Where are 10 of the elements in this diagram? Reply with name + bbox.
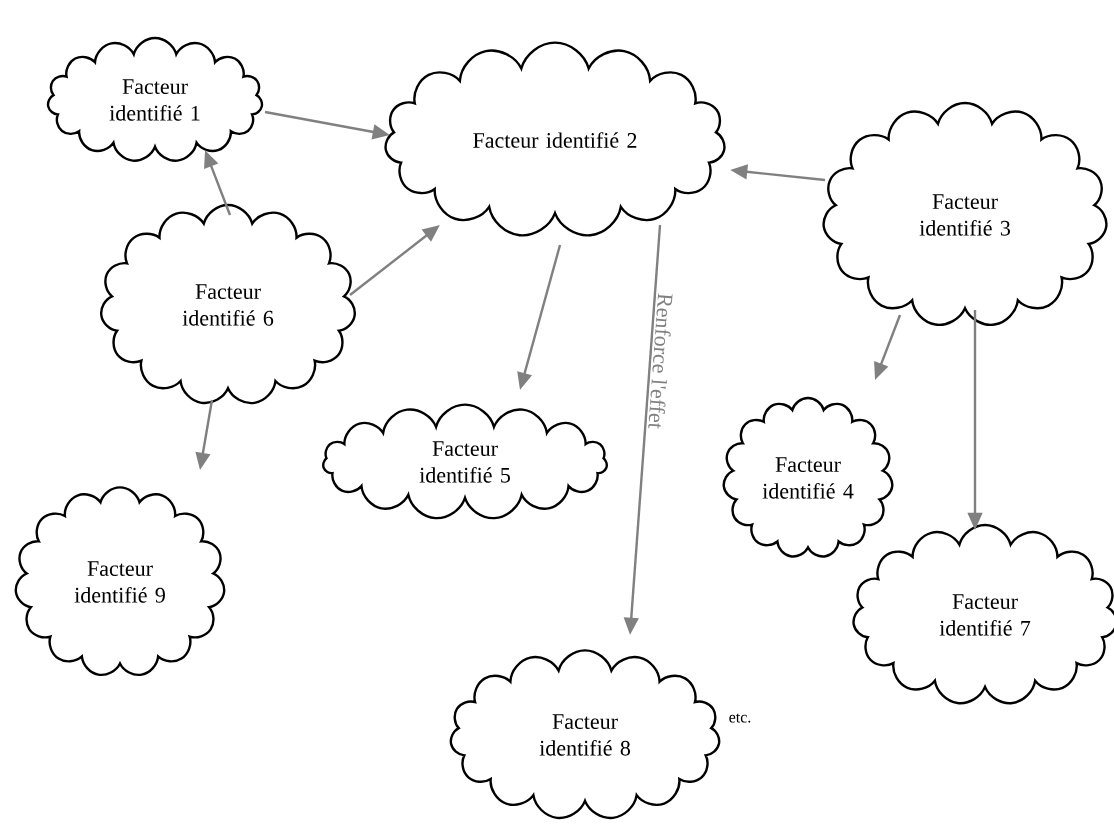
cloud: Facteur identifié 2 (384, 41, 726, 237)
cloud: Facteur identifié 5 (322, 403, 608, 520)
cloud: Facteur identifié 3 (822, 101, 1108, 326)
cloud: Facteur identifié 9 (14, 486, 226, 677)
cloud: Facteur identifié 4 (722, 396, 894, 558)
cloud: Facteur identifié 1 (46, 36, 264, 162)
edge-label: Renforce l'effet (646, 291, 676, 431)
cloud: Facteur identifié 8 (449, 649, 721, 820)
cloud: Facteur identifié 7 (852, 523, 1114, 705)
cloud: Facteur identifié 6 (100, 203, 356, 405)
